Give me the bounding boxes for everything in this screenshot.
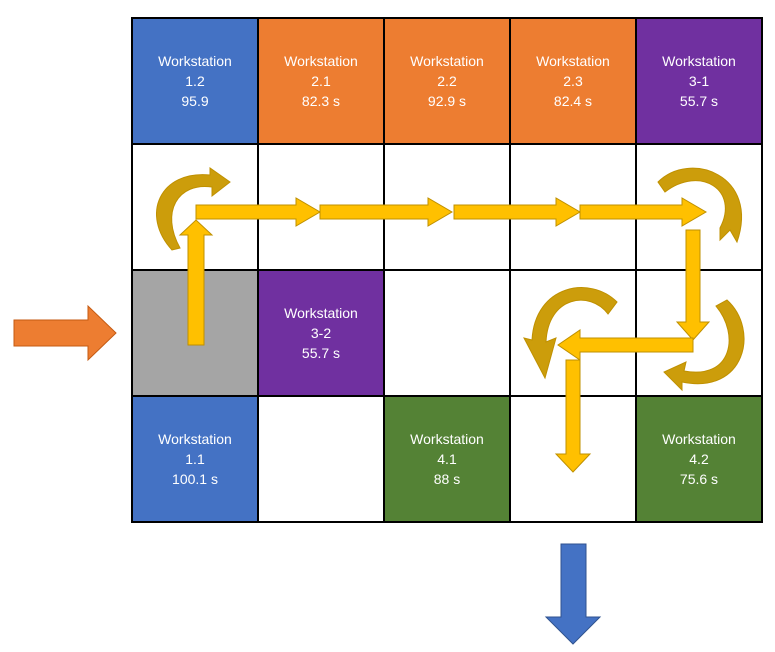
workstation-id: 4.1: [437, 451, 457, 467]
curved-arrow-top-right: [657, 167, 743, 244]
cycle-time: 92.9 s: [428, 93, 466, 109]
flow-arrow-right-4: [579, 197, 707, 227]
cell-background: [257, 269, 385, 397]
grid-cell-ws-2-3: Workstation 2.3 82.4 s: [509, 17, 637, 145]
workstation-id: 2.3: [563, 73, 583, 89]
curved-arrow-top-left: [156, 167, 231, 251]
cycle-time: 55.7 s: [302, 345, 340, 361]
workstation-label: Workstation: [410, 431, 484, 447]
cell-background: [131, 17, 259, 145]
curved-arrow-middle-center: [523, 287, 618, 380]
flow-arrow-down-to-exit: [554, 359, 592, 473]
curved-arrow-middle-right: [663, 299, 745, 392]
grid-cell-ws-1-1: Workstation 1.1 100.1 s: [131, 395, 259, 523]
workstation-id: 4.2: [689, 451, 709, 467]
workstation-id: 2.1: [311, 73, 331, 89]
workstation-label: Workstation: [158, 431, 232, 447]
grid-cell-ws-2-2: Workstation 2.2 92.9 s: [383, 17, 511, 145]
cell-background: [383, 269, 511, 397]
flow-arrow-right-2: [319, 197, 453, 227]
cell-background: [383, 395, 511, 523]
grid-cell-ws-2-1: Workstation 2.1 82.3 s: [257, 17, 385, 145]
cell-background: [257, 17, 385, 145]
grid-cell-empty-r2c2: [383, 269, 511, 397]
cycle-time: 100.1 s: [172, 471, 218, 487]
workstation-label: Workstation: [284, 305, 358, 321]
workstation-id: 3-2: [311, 325, 331, 341]
grid-cell-ws-3-2: Workstation 3-2 55.7 s: [257, 269, 385, 397]
flow-arrow-up-from-entry: [178, 219, 214, 346]
cycle-time: 82.4 s: [554, 93, 592, 109]
cycle-time: 82.3 s: [302, 93, 340, 109]
cycle-time: 55.7 s: [680, 93, 718, 109]
cell-background: [383, 17, 511, 145]
workstation-id: 1.1: [185, 451, 205, 467]
workstation-label: Workstation: [536, 53, 610, 69]
input-arrow: [13, 304, 117, 362]
grid-cell-ws-3-1: Workstation 3-1 55.7 s: [635, 17, 763, 145]
workstation-label: Workstation: [662, 53, 736, 69]
grid-cell-ws-1-2: Workstation 1.2 95.9: [131, 17, 259, 145]
flow-arrow-right-1: [195, 197, 321, 227]
workstation-label: Workstation: [284, 53, 358, 69]
grid-cell-ws-4-2: Workstation 4.2 75.6 s: [635, 395, 763, 523]
cell-background: [635, 395, 763, 523]
material-flow-arrows: [13, 167, 745, 645]
cycle-time: 75.6 s: [680, 471, 718, 487]
cell-background: [257, 395, 385, 523]
flow-arrow-down-right-column: [675, 229, 711, 341]
grid-cell-ws-4-1: Workstation 4.1 88 s: [383, 395, 511, 523]
cell-background: [509, 17, 637, 145]
workstation-id: 3-1: [689, 73, 709, 89]
flow-arrow-left-middle: [557, 329, 694, 361]
output-arrow: [544, 543, 602, 645]
cycle-time: 95.9: [181, 93, 208, 109]
cycle-time: 88 s: [434, 471, 460, 487]
flow-arrow-right-3: [453, 197, 581, 227]
workstation-label: Workstation: [158, 53, 232, 69]
workstation-label: Workstation: [410, 53, 484, 69]
workstation-label: Workstation: [662, 431, 736, 447]
workstation-id: 2.2: [437, 73, 457, 89]
grid-cell-empty-r3c1: [257, 395, 385, 523]
workstation-id: 1.2: [185, 73, 205, 89]
